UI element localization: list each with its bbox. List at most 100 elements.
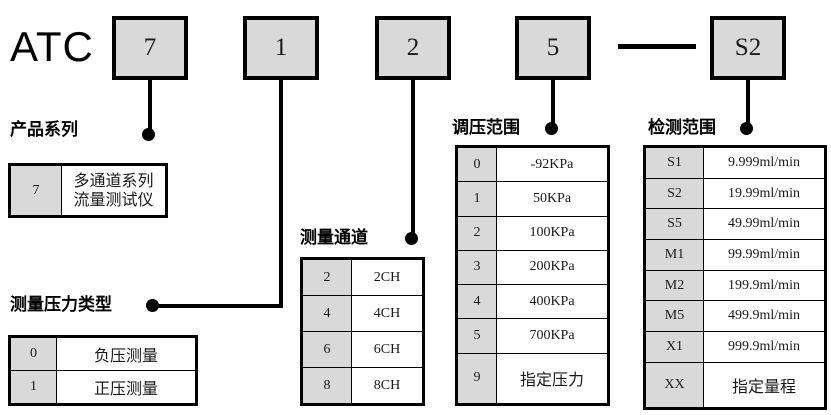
row-code-cell: 0	[457, 146, 497, 183]
caption-detection-range: 检测范围	[648, 118, 716, 138]
connector-line-pressure-range	[551, 80, 555, 128]
row-value-cell: 4CH	[351, 295, 423, 332]
caption-product-series: 产品系列	[10, 120, 78, 140]
row-code-cell: S5	[645, 208, 704, 241]
connector-line-product-series	[148, 80, 152, 135]
connector-dot-channels	[405, 232, 418, 245]
row-value-cell: 100KPa	[496, 215, 608, 251]
row-code-cell: 5	[457, 318, 497, 354]
connector-dot-pressure-type	[146, 299, 159, 312]
connector-dot-product-series	[142, 128, 155, 141]
row-code-cell: 9	[457, 352, 497, 405]
row-value-cell: 8CH	[351, 367, 423, 404]
code-box-detection-range[interactable]: S2	[710, 16, 786, 80]
table-row: 0-92KPa	[457, 146, 608, 183]
row-value-cell: 199.9ml/min	[703, 269, 825, 302]
row-value-cell: 50KPa	[496, 181, 608, 217]
row-value-cell: 2CH	[351, 259, 423, 296]
connector-line-channels	[411, 80, 415, 239]
row-code-cell: 8	[302, 367, 352, 404]
row-value-cell: 正压测量	[56, 370, 196, 404]
row-value-cell: 99.99ml/min	[703, 239, 825, 271]
connector-line-detection-range	[746, 80, 750, 128]
row-value-cell: 700KPa	[496, 318, 608, 354]
row-value-cell: 多通道系列流量测试仪	[61, 165, 166, 216]
row-code-cell: 4	[302, 295, 352, 332]
connector-line-pressure-type-vertical	[279, 80, 283, 308]
code-box-pressure-type[interactable]: 1	[243, 16, 319, 80]
code-box-pressure-range[interactable]: 5	[515, 16, 591, 80]
row-value-cell: 400KPa	[496, 284, 608, 320]
row-value-cell: 49.99ml/min	[703, 208, 825, 241]
code-box-product-series[interactable]: 7	[112, 16, 188, 80]
row-value-cell: 负压测量	[56, 337, 196, 371]
row-value-cell: 200KPa	[496, 249, 608, 286]
row-code-cell: 6	[302, 331, 352, 368]
row-code-cell: 0	[10, 337, 57, 371]
product-code-prefix: ATC	[10, 23, 94, 70]
connector-dot-detection-range	[740, 122, 753, 135]
row-code-cell: 4	[457, 284, 497, 320]
row-code-cell: 1	[10, 370, 57, 404]
row-value-cell: 9.999ml/min	[703, 147, 825, 179]
code-box-channels[interactable]: 2	[375, 16, 451, 80]
row-code-cell: M1	[645, 239, 704, 271]
row-code-cell: 2	[302, 259, 352, 296]
row-value-cell: 19.99ml/min	[703, 177, 825, 210]
row-value-cell: 499.9ml/min	[703, 300, 825, 333]
connector-dot-pressure-range	[545, 122, 558, 135]
code-separator-dash	[618, 44, 696, 49]
row-value-cell: 指定压力	[496, 352, 608, 405]
row-code-cell: M2	[645, 269, 704, 302]
row-value-cell: -92KPa	[496, 146, 608, 183]
row-code-cell: S2	[645, 177, 704, 210]
caption-pressure-type: 测量压力类型	[10, 295, 112, 315]
row-value-cell: 指定量程	[703, 361, 825, 409]
caption-pressure-range: 调压范围	[452, 118, 520, 138]
caption-channels: 测量通道	[300, 228, 368, 248]
row-code-cell: 1	[457, 181, 497, 217]
row-code-cell: 3	[457, 249, 497, 286]
row-value-cell: 999.9ml/min	[703, 331, 825, 363]
row-code-cell: 2	[457, 215, 497, 251]
row-code-cell: XX	[645, 361, 704, 409]
connector-line-pressure-type-horizontal	[152, 304, 283, 308]
row-code-cell: S1	[645, 147, 704, 179]
row-value-cell: 6CH	[351, 331, 423, 368]
